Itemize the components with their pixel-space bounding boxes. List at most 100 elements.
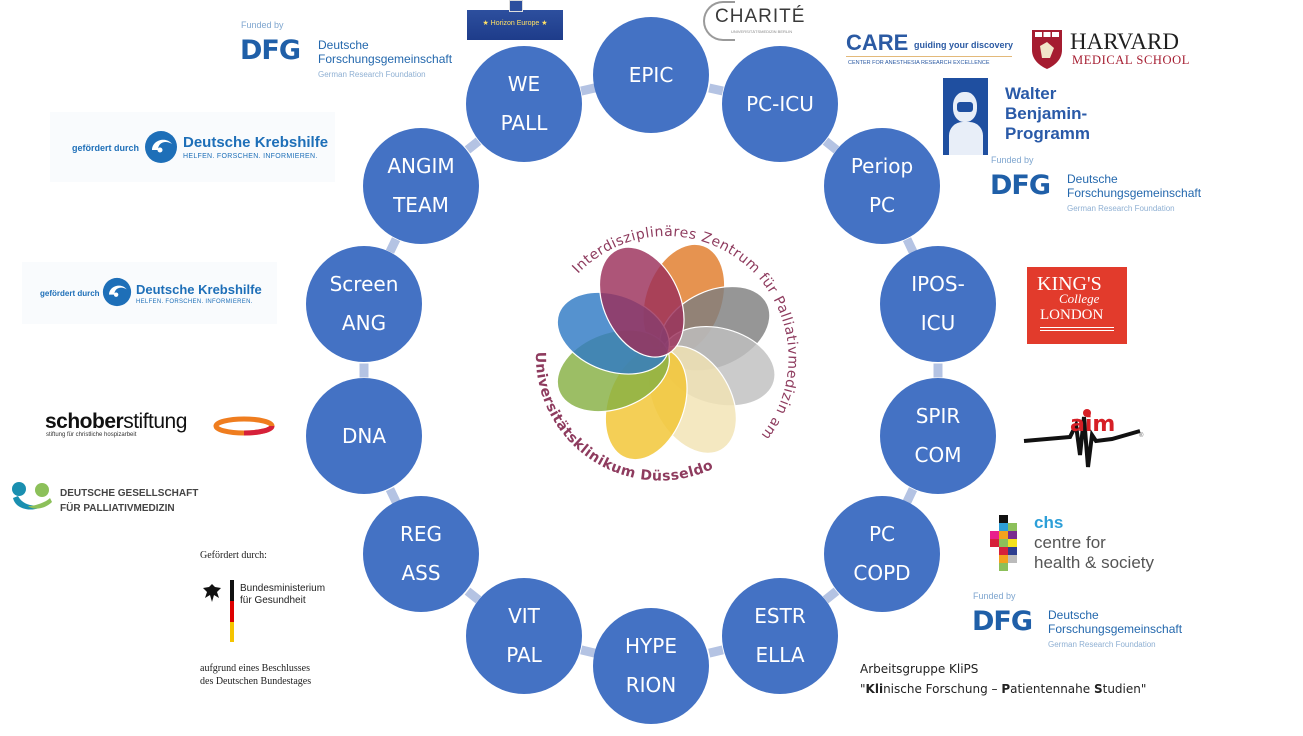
connector — [933, 363, 943, 377]
dfg-name-line1: Deutsche — [1067, 172, 1118, 186]
federal-eagle-icon — [202, 582, 222, 604]
chs-pixel — [1008, 555, 1017, 563]
project-node-label: Screen — [329, 272, 399, 296]
bmg-footer2: des Deutschen Bundestages — [200, 676, 312, 687]
krebshilfe-tagline: HELFEN. FORSCHEN. INFORMIEREN. — [183, 153, 318, 160]
dfg-funded-label: Funded by — [991, 155, 1034, 165]
walter-benjamin-line1: Walter — [1005, 84, 1057, 103]
care-divider — [846, 56, 1012, 57]
dfg-logo-top-left: Funded by DFG Deutsche Forschungsgemeins… — [238, 18, 452, 86]
dfg-funded-label: Funded by — [973, 591, 1016, 601]
connector — [707, 83, 724, 96]
chs-pixel — [1008, 531, 1017, 539]
schober-sub: stiftung für christliche hospizarbeit — [46, 432, 137, 438]
connector — [707, 645, 724, 657]
krebshilfe-wave-icon — [145, 131, 177, 163]
project-node-ipos-icu[interactable]: IPOS-ICU — [880, 246, 996, 362]
chs-pixel — [1008, 547, 1017, 555]
dfg-sub: German Research Foundation — [1067, 204, 1175, 213]
harvard-shield-icon — [1032, 30, 1062, 69]
kings-line2: College — [1059, 291, 1100, 306]
dfg-name-line1: Deutsche — [318, 38, 369, 52]
dfg-name-line2: Forschungsgemeinschaft — [1048, 622, 1183, 636]
chs-pixel — [999, 515, 1008, 523]
project-node-label: COM — [914, 443, 962, 467]
walter-benjamin-portrait-icon — [943, 78, 988, 155]
walter-benjamin-logo: Walter Benjamin- Programm — [943, 78, 1113, 156]
project-node-label: PAL — [506, 643, 542, 667]
project-node-label: IPOS- — [911, 272, 965, 296]
chs-pixel — [999, 563, 1008, 571]
krebshilfe-name: Deutsche Krebshilfe — [183, 134, 329, 151]
aim-heartbeat-icon: aim ® — [1023, 409, 1144, 468]
schober-bold: schoberstiftung — [45, 410, 187, 433]
project-node-epic[interactable]: EPIC — [593, 17, 709, 133]
dfg-mark: DFG — [972, 606, 1033, 637]
dfg-name-line2: Forschungsgemeinschaft — [318, 52, 453, 66]
schober-stiftung-logo: schoberstiftung stiftung für christliche… — [45, 410, 275, 444]
project-node-label: ASS — [401, 561, 441, 585]
krebshilfe-tagline: HELFEN. FORSCHEN. INFORMIEREN. — [136, 299, 253, 305]
bmg-logo: Gefördert durch: Bundesministerium für G… — [200, 550, 340, 690]
krebshilfe-logo-2: gefördert durch Deutsche Krebshilfe HELF… — [22, 262, 277, 324]
harvard-sub: MEDICAL SCHOOL — [1072, 53, 1191, 67]
dfg-funded-label: Funded by — [241, 20, 284, 30]
kings-line1: KING'S — [1037, 273, 1102, 295]
dfg-mark: DFG — [240, 35, 301, 66]
krebshilfe-wave-icon — [102, 277, 132, 307]
connector — [359, 363, 369, 377]
chs-pixel — [990, 531, 999, 539]
project-node-label: RION — [625, 673, 677, 697]
chs-pixel — [999, 531, 1008, 539]
aim-logo: aim ® — [1022, 405, 1147, 480]
walter-benjamin-line3: Programm — [1005, 124, 1091, 143]
bmg-prefix: Gefördert durch: — [200, 550, 267, 561]
project-node-dna[interactable]: DNA — [306, 378, 422, 494]
bmg-name1: Bundesministerium — [240, 583, 326, 594]
svg-text:®: ® — [1139, 432, 1144, 439]
project-node-label: REG — [399, 522, 443, 546]
dfg-sub: German Research Foundation — [318, 70, 426, 79]
dfg-sub: German Research Foundation — [1048, 640, 1156, 649]
chs-logo: chs centre for health & society — [990, 513, 1165, 577]
project-node-spir-com[interactable]: SPIR COM — [880, 378, 996, 494]
project-node-reg-ass[interactable]: REG ASS — [363, 496, 479, 612]
project-node-vit-pal[interactable]: VIT PAL — [466, 578, 582, 694]
chs-pixel — [1008, 523, 1017, 531]
kings-line3: LONDON — [1040, 307, 1104, 323]
charite-logo: CHARITÉ UNIVERSITÄTSMEDIZIN BERLIN — [703, 0, 813, 41]
project-node-label: COPD — [853, 561, 911, 585]
krebshilfe-logo-1: gefördert durch Deutsche Krebshilfe HELF… — [50, 112, 335, 182]
bmg-footer1: aufgrund eines Beschlusses — [200, 663, 310, 674]
chs-pixel — [999, 547, 1008, 555]
chs-pixel-cross-icon — [990, 515, 1030, 575]
chs-pixel — [999, 523, 1008, 531]
flower-petal — [598, 246, 685, 358]
klips-label: Arbeitsgruppe KliPS "Klinische Forschung… — [860, 662, 1160, 702]
chs-pixel — [1008, 539, 1017, 547]
project-node-label: SPIR — [915, 404, 961, 428]
eu-flag-icon — [509, 0, 523, 12]
klips-line1: Arbeitsgruppe KliPS — [860, 662, 979, 676]
harvard-logo: HARVARD MEDICAL SCHOOL — [1030, 28, 1195, 72]
chs-mark: chs — [1034, 513, 1064, 532]
center-logo: Interdisziplinäres Zentrum für Palliativ… — [520, 222, 800, 485]
project-node-label: PC-ICU — [746, 91, 814, 116]
bmg-name2: für Gesundheit — [240, 595, 306, 606]
dgp-logo: DEUTSCHE GESELLSCHAFT FÜR PALLIATIVMEDIZ… — [10, 480, 210, 520]
krebshilfe-prefix: gefördert durch — [40, 289, 100, 298]
dfg-logo-right-top: Funded by DFG Deutsche Forschungsgemeins… — [988, 154, 1201, 218]
charite-arc-icon — [703, 1, 735, 41]
project-node-pc-icu[interactable]: PC-ICU — [722, 46, 838, 162]
care-mark: CARE — [846, 30, 909, 55]
dfg-name-line1: Deutsche — [1048, 608, 1099, 622]
project-node-label: VIT — [508, 604, 540, 628]
